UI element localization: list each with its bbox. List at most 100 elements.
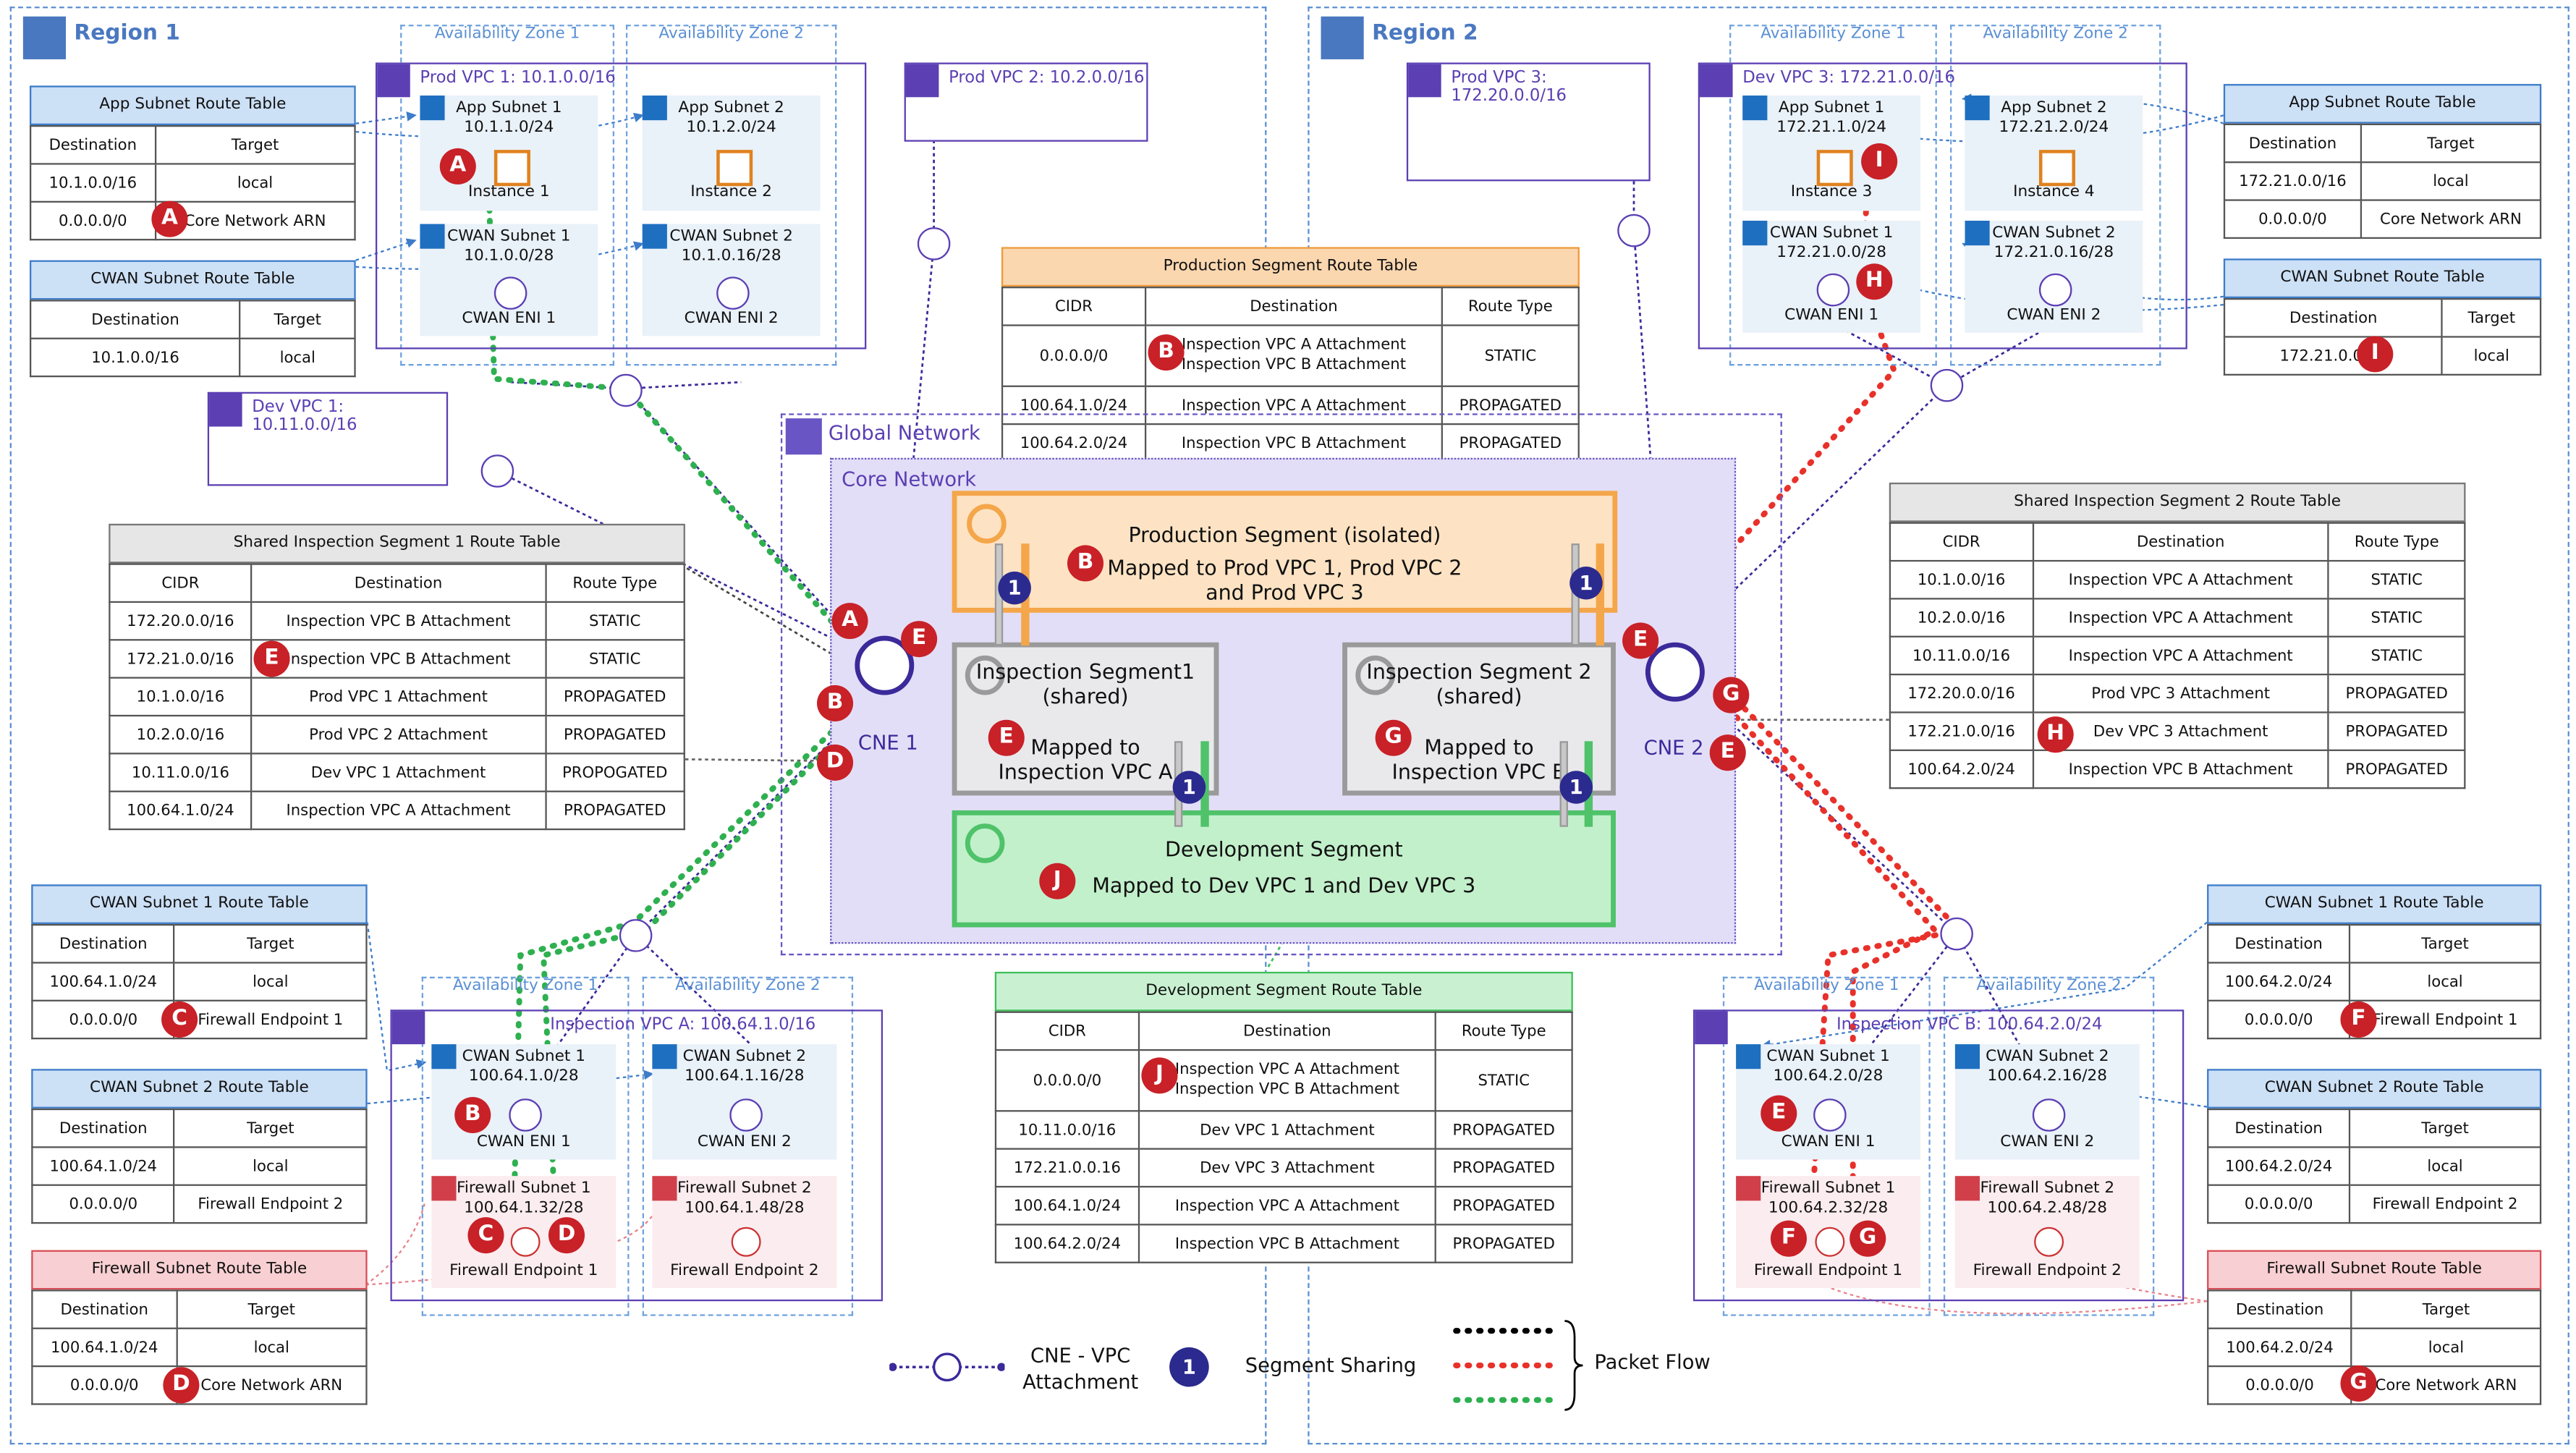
table-cell: PROPAGATED: [1434, 1148, 1573, 1188]
segment-sharing-number: 1: [998, 571, 1031, 605]
cne-1-label: CNE 1: [857, 731, 918, 755]
column-header: Route Type: [1441, 287, 1580, 326]
eni-label: CWAN ENI 1: [462, 309, 556, 328]
table-cell: Inspection VPC A Attachment: [1137, 1185, 1437, 1226]
legend-attachment-label: CNE - VPC: [1030, 1344, 1131, 1368]
vpc-icon: [391, 1011, 425, 1045]
column-header: Target: [2350, 1289, 2542, 1329]
step-badge-g: G: [1713, 677, 1750, 713]
step-badge-h: H: [1856, 263, 1893, 300]
table-cell: 10.2.0.0/16: [1889, 598, 2034, 637]
table-cell: STATIC: [1441, 324, 1580, 387]
segment-icon: [967, 504, 1007, 544]
endpoint-label: Firewall Endpoint 2: [670, 1261, 819, 1280]
eni-icon: [729, 1098, 763, 1132]
table-cell: Firewall Endpoint 1: [2348, 999, 2542, 1040]
table-cell: Inspection VPC A Attachment Inspection V…: [1144, 324, 1444, 387]
segment-sharing-number: 1: [1172, 771, 1206, 804]
table-cell: PROPAGATED: [2327, 749, 2466, 789]
subnet-cidr: 10.1.2.0/24: [686, 118, 776, 137]
column-header: Target: [154, 124, 356, 165]
table-cell: 172.20.0.0/16: [1889, 673, 2034, 713]
region-title: Region 2: [1372, 21, 1478, 46]
table-cell: 172.21.0.0/16: [109, 639, 253, 679]
segment-mapping: Inspection VPC B: [1391, 759, 1567, 784]
table-cell: 100.64.2.0/24: [1889, 749, 2034, 789]
app-subnet-2: App Subnet 2 172.21.2.0/24 Instance 4: [1965, 96, 2143, 211]
step-badge-e: E: [1761, 1095, 1797, 1132]
column-header: Destination: [1137, 1011, 1437, 1051]
step-badge-a: A: [831, 603, 868, 640]
step-badge-b: B: [1148, 334, 1185, 371]
table-cell: local: [174, 1146, 368, 1186]
subnet-name: App Subnet 1: [1778, 98, 1885, 117]
eni-label: CWAN ENI 1: [1784, 306, 1879, 325]
eni-label: CWAN ENI 2: [2000, 1133, 2095, 1152]
vpc-title: Dev VPC 1: 10.11.0.0/16: [252, 398, 357, 435]
vpc-icon: [1408, 64, 1441, 98]
table-cell: PROPOGATED: [544, 753, 685, 792]
table-cell: 0.0.0.0/0: [2207, 1184, 2351, 1224]
eni-icon: [716, 276, 750, 310]
eni-label: CWAN ENI 2: [2007, 306, 2101, 325]
az-label: Availability Zone 1: [1761, 25, 1906, 43]
lock-icon: [1736, 1176, 1761, 1201]
column-header: Destination: [29, 300, 242, 339]
instance-label: Instance 2: [690, 182, 772, 201]
lock-icon: [431, 1044, 457, 1069]
table-cell: Inspection VPC B Attachment: [250, 639, 546, 679]
eni-label: CWAN ENI 2: [684, 309, 779, 328]
column-header: Target: [174, 1108, 368, 1148]
column-header: Destination: [2207, 923, 2351, 964]
table-cell: 172.21.0.0/16: [2223, 161, 2362, 201]
table-cell: Core Network ARN: [175, 1365, 368, 1405]
table-cell: 0.0.0.0/0: [2207, 1365, 2353, 1405]
vpc-title: Prod VPC 2: 10.2.0.0/16: [949, 69, 1145, 88]
step-badge-j: J: [1039, 863, 1076, 899]
column-header: CIDR: [994, 1011, 1140, 1051]
subnet-name: CWAN Subnet 1: [1769, 224, 1894, 242]
shared-inspection-2-route-table: Shared Inspection Segment 2 Route Table …: [1889, 482, 2466, 789]
column-header: Target: [2441, 297, 2542, 338]
column-header: Route Type: [544, 563, 685, 603]
lock-icon: [1742, 221, 1768, 246]
subnet-cidr: 172.21.0.16/28: [1994, 243, 2114, 262]
column-header: Route Type: [2327, 522, 2466, 562]
segment-title: Inspection Segment 2: [1366, 658, 1592, 684]
table-cell: 100.64.1.0/24: [31, 1146, 176, 1186]
step-badge-g: G: [2340, 1365, 2377, 1402]
attachment-icon: [1617, 213, 1651, 247]
table-cell: 100.64.2.0/24: [2207, 962, 2351, 1001]
lock-icon: [642, 224, 667, 249]
step-badge-i: I: [2357, 336, 2394, 373]
table-cell: STATIC: [1434, 1049, 1573, 1112]
cwan-subnet-2: CWAN Subnet 2 172.21.0.16/28 CWAN ENI 2: [1965, 221, 2143, 333]
column-header: Destination: [2207, 1289, 2353, 1329]
dev-vpc-1: Dev VPC 1: 10.11.0.0/16: [207, 391, 449, 486]
step-badge-c: C: [161, 1001, 198, 1038]
table-cell: 0.0.0.0/0: [31, 999, 176, 1040]
segment-mapping: Mapped to: [1030, 734, 1140, 760]
step-badge-b: B: [454, 1096, 491, 1134]
table-cell: 10.1.0.0/16: [29, 337, 242, 378]
step-badge-d: D: [548, 1217, 585, 1254]
cwan-subnet-2: CWAN Subnet 2 100.64.2.16/28 CWAN ENI 2: [1954, 1044, 2140, 1160]
step-badge-e: E: [253, 640, 290, 677]
lock-icon: [1954, 1044, 1980, 1069]
